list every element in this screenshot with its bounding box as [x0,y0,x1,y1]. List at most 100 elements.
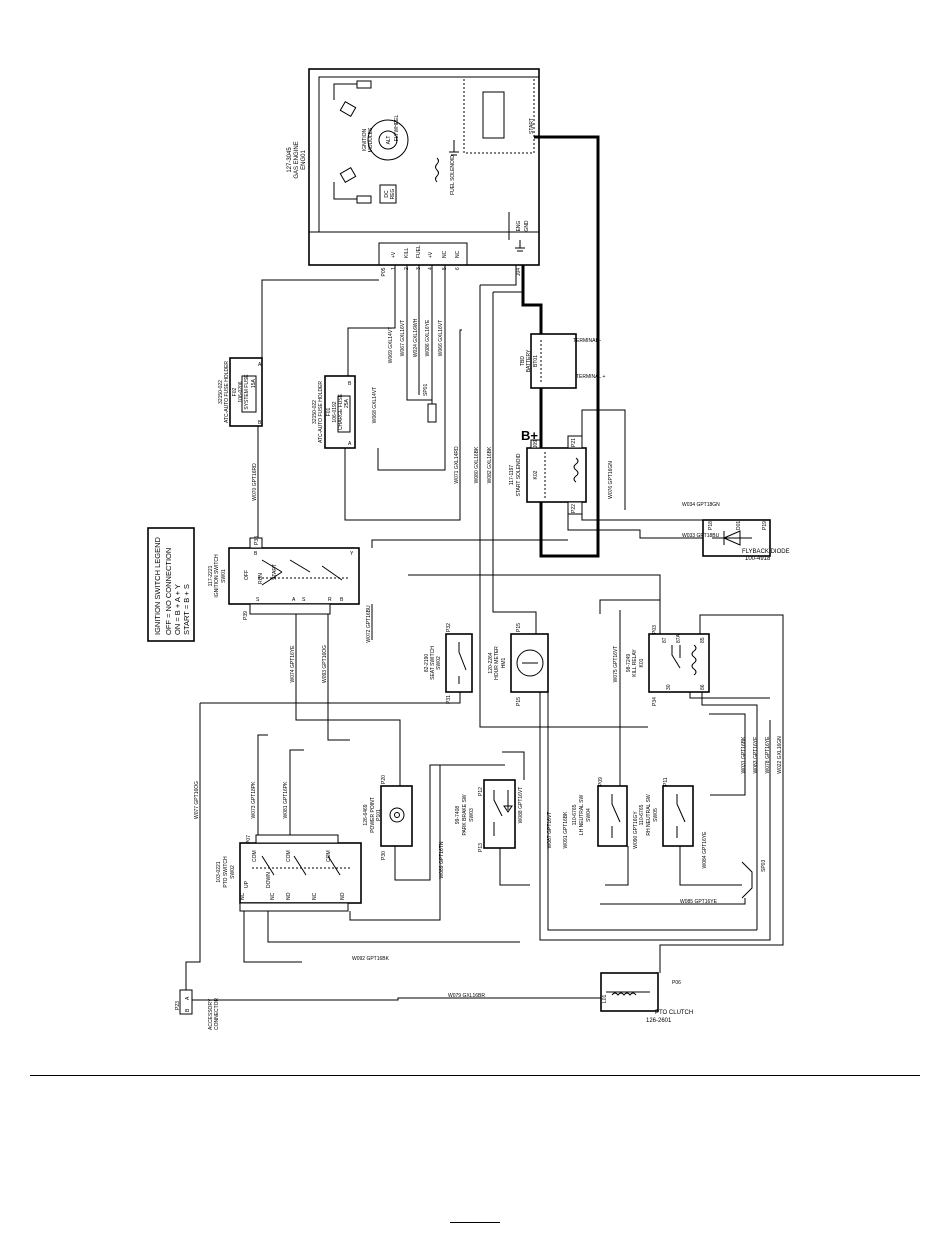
label-w092: W092 GPT16BK [352,956,390,962]
pto-clutch-coil-icon [606,991,650,996]
system-fuse-rating: 15A [251,378,257,388]
ignition-switch-ref: SW01 [221,569,227,583]
pto-nc-2: NC [270,892,276,900]
hour-meter-part: 120-2264 [488,652,494,673]
system-fuse-label: 106-0206 [238,381,244,402]
kill-relay-ref: K01 [639,658,645,667]
ignition-module-1 [339,100,357,118]
park-brake-part: 99-7408 [455,806,461,825]
wire-w076 [581,409,626,510]
kill-relay-contacts [671,645,681,669]
pto-nc-3: NC [312,892,318,900]
wire-w082 [492,291,537,634]
power-point-ref: P101 [376,809,382,821]
engine-ref: ENG01 [301,150,307,170]
label-w067: W067 GXL16VT [400,320,406,356]
wire-pto-return [267,911,520,943]
pto-switch-box [239,842,362,904]
charge-fuse-rating: 25A [344,398,350,408]
label-w078: W078 GPT16YE [765,736,771,774]
battery-ref: BT01 [533,355,539,367]
battery-negative-cable [521,265,543,340]
wire-system-fuse-feed [261,279,379,358]
start-solenoid-p21-label: P21 [571,438,577,447]
park-brake-ref: SW03 [469,808,475,822]
wire-w073 [257,734,268,835]
ignition-run: RUN [258,573,264,584]
flyback-diode-name: FLYBACK DIODE [742,549,790,555]
wire-w033 [567,514,703,539]
hour-meter: 120-2264 HOUR METER HM1 P15 P15 [488,623,549,706]
pto-com-2: COM [286,850,292,862]
label-w073: W073 GPT18PK [251,781,257,819]
battery: TBD BATTERY BT01 TERMINAL - TERMINAL + [520,333,605,389]
page-divider [30,1075,920,1076]
charge-fuse-type: CHARGE FUSE [338,393,344,430]
start-solenoid-p22 [567,501,583,515]
wire-labels: W069 GXL14VT W067 GXL16VT W024 GXL16WH W… [194,318,783,999]
engine-part: 127-3045 [287,147,293,173]
pto-clutch-name: PTO CLUTCH [655,1010,693,1016]
diode-ref: D01 [736,521,742,530]
start-solenoid: B+ 117-1197 START SOLENOID K02 P21 P22 J… [509,428,587,515]
legend-line-start: START = B + S [182,584,191,635]
pto-switch: 103-0221 PTO SWITCH SW02 COM COM COM DOW… [216,834,362,912]
flyback-diode-part: 100-4918 [745,556,771,562]
pto-switch-bottom-connector [239,902,349,912]
engine-pin-6-num: 6 [455,267,461,270]
label-w090: W090 GPT16GY [633,811,639,849]
charge-fuse-holder: ATC-AUTO FUSE HOLDER [318,381,324,443]
lh-neutral-name: LH NEUTRAL SW [579,795,585,836]
engine-connector-p05 [378,242,468,266]
wire-w093 [327,614,350,741]
power-point: 126-6469 POWER POINT P101 P20 P30 [363,775,413,860]
park-brake-box [483,779,516,849]
label-w091: W091 GPT16BK [563,811,569,849]
wire-w072-top [371,539,568,548]
label-w080: W080 GXL16BK [474,446,480,483]
b-plus-label: B+ [521,428,538,443]
label-w033: W033 GPT18BU [682,533,720,539]
park-brake-p12: P12 [478,787,484,796]
wire-w077-top [200,692,461,704]
wire-w022 [659,614,784,973]
pto-no-2: NO [340,892,346,900]
ignition-start: START [272,564,278,580]
pto-p07: P07 [246,835,252,844]
diode-p18: P18 [708,521,714,530]
kill-relay-p03: P03 [652,625,658,634]
ignition-p38: P38 [254,536,260,545]
system-fuse-element [241,375,257,413]
pto-switch-contacts [261,855,341,876]
pto-switch-top-connector [255,834,339,844]
ignition-pin-s2: S [302,597,306,603]
pto-switch-name: PTO SWITCH [223,856,229,888]
j04-label: J04 [516,268,522,276]
label-w076: W076 GPT16GN [608,461,614,499]
start-solenoid-box [526,447,587,503]
splice-sp01 [427,403,437,423]
rh-neutral-name: RH NEUTRAL SW [646,794,652,835]
splice-sp03 [741,861,753,899]
wire-w077 [185,703,201,990]
wire-w087 [539,692,771,941]
label-w093: W093 GPT16OG [322,645,328,683]
wire-w079 [192,997,601,1001]
system-fuse-part: 32150-022 [218,380,224,404]
label-w086: W086 GXL16YE [425,319,431,356]
park-brake-contacts [493,790,509,836]
engine-pin-3-name: FUEL [416,245,422,258]
wire-park-brake-return [499,848,530,886]
park-brake-name: PARK BRAKE SW [462,794,468,835]
pto-clutch-part: 126-2601 [646,1018,672,1024]
ignition-pin-b: B [254,551,258,557]
engine-ground-icon [515,240,525,252]
charge-fuse-part: 32150-022 [312,400,318,424]
pto-switch-part: 103-0221 [216,861,222,882]
ignition-legend: IGNITION SWITCH LEGEND OFF = NO CONNECTI… [147,527,195,642]
label-w069: W069 GXL14VT [388,327,394,363]
engine-pin-2-name: KILL [404,247,410,258]
kill-relay-coil [691,644,697,676]
legend-box [147,527,195,642]
